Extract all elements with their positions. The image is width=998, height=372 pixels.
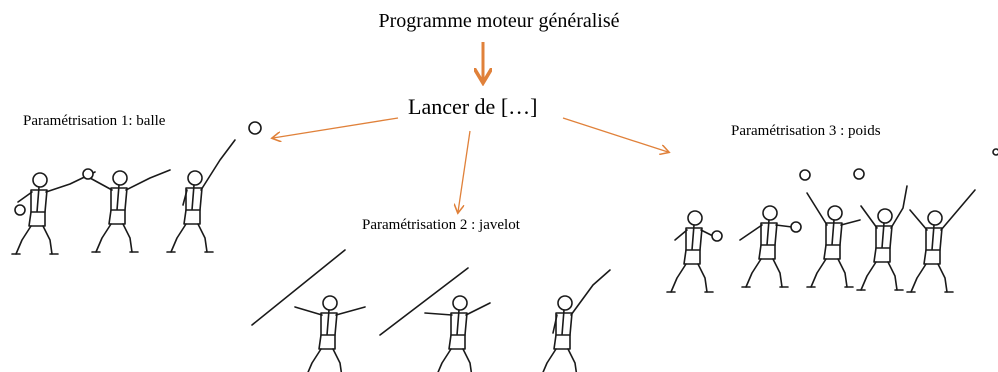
shot-put-figures [666,148,998,293]
branch-1-label: Paramétrisation 1: balle [23,113,166,129]
branch-3-label: Paramétrisation 3 : poids [731,123,881,139]
diagram-title: Programme moteur généralisé [378,10,620,32]
branch-3-arrow [562,117,668,152]
ball-throw-figures [11,121,262,255]
javelin-throw-figures [251,249,611,372]
branch-2-arrow [458,130,471,212]
central-node-label: Lancer de […] [408,94,538,119]
branch-1-arrow [273,117,399,138]
branch-2-label: Paramétrisation 2 : javelot [362,217,520,233]
